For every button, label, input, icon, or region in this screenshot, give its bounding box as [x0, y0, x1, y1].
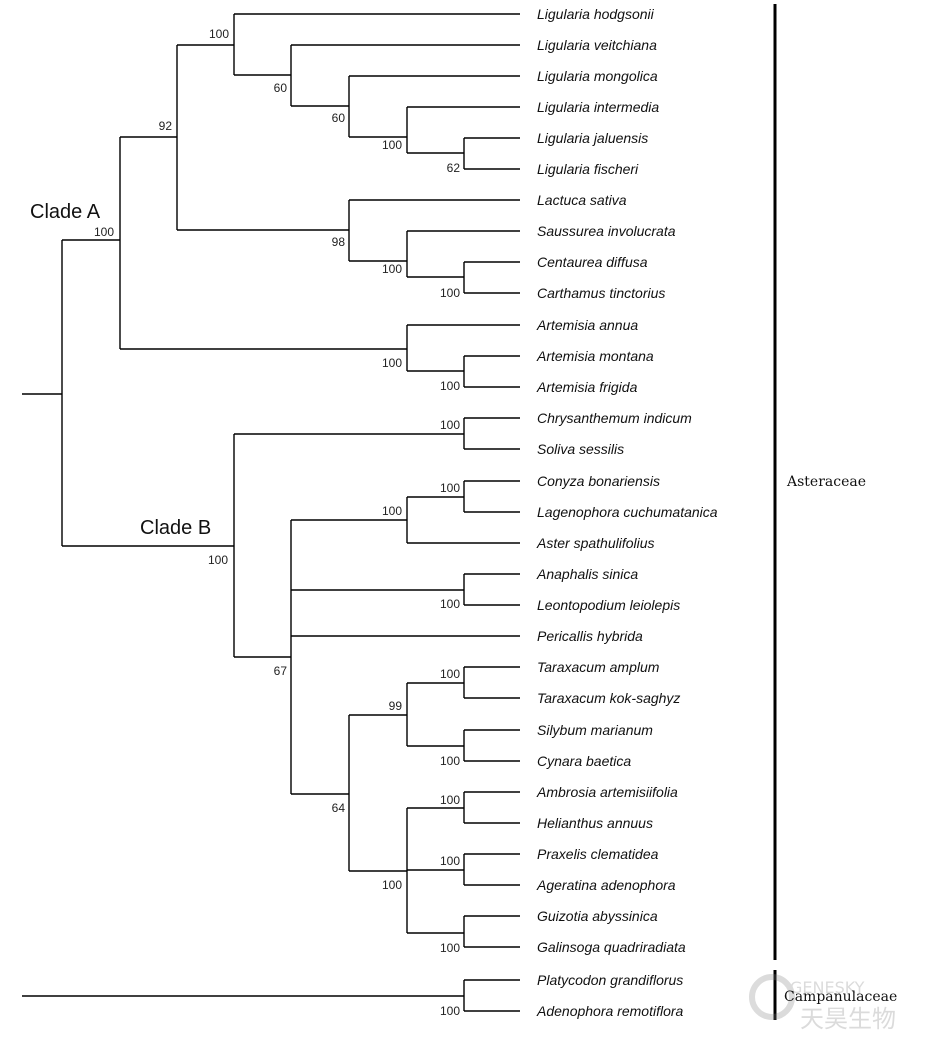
bootstrap-value: 100	[382, 262, 402, 276]
bootstrap-value: 64	[332, 801, 346, 815]
bootstrap-value: 100	[440, 481, 460, 495]
taxon-label: Guizotia abyssinica	[537, 908, 658, 924]
bootstrap-value: 100	[382, 878, 402, 892]
bootstrap-value: 100	[382, 138, 402, 152]
taxon-label: Anaphalis sinica	[536, 566, 638, 582]
bootstrap-value: 100	[440, 941, 460, 955]
taxon-label: Conyza bonariensis	[537, 473, 660, 489]
taxon-label: Cynara baetica	[537, 753, 631, 769]
taxon-label: Taraxacum kok-saghyz	[537, 690, 680, 706]
taxon-label: Soliva sessilis	[537, 441, 624, 457]
bootstrap-value: 100	[440, 754, 460, 768]
bootstrap-value: 62	[447, 161, 461, 175]
clade-b-label: Clade B	[140, 517, 211, 539]
taxon-label: Artemisia annua	[536, 317, 638, 333]
taxon-label: Ligularia fischeri	[537, 161, 639, 177]
bootstrap-value: 100	[440, 854, 460, 868]
taxon-label: Leontopodium leiolepis	[537, 597, 680, 613]
family-label-asteraceae: Asteraceae	[786, 474, 866, 490]
bootstrap-value: 100	[440, 379, 460, 393]
clade-a-label: Clade A	[30, 201, 101, 223]
taxon-label: Praxelis clematidea	[537, 846, 659, 862]
taxon-label: Helianthus annuus	[537, 815, 653, 831]
bootstrap-value: 60	[332, 111, 346, 125]
bootstrap-value: 100	[94, 225, 114, 239]
bootstrap-value: 100	[382, 504, 402, 518]
taxon-label: Ligularia mongolica	[537, 68, 658, 84]
bootstrap-value: 60	[274, 81, 288, 95]
bootstrap-value: 100	[440, 286, 460, 300]
taxon-label: Ligularia hodgsonii	[537, 6, 655, 22]
taxon-label: Galinsoga quadriradiata	[537, 939, 686, 955]
taxon-label: Ligularia veitchiana	[537, 37, 657, 53]
taxon-labels: Ligularia hodgsonii Ligularia veitchiana…	[536, 6, 718, 1019]
taxon-label: Ligularia jaluensis	[537, 130, 648, 146]
taxon-label: Centaurea diffusa	[537, 254, 648, 270]
bootstrap-value: 100	[440, 667, 460, 681]
bootstrap-value: 98	[332, 235, 346, 249]
taxon-label: Artemisia montana	[536, 348, 654, 364]
taxon-label: Lactuca sativa	[537, 192, 627, 208]
taxon-label: Saussurea involucrata	[537, 223, 676, 239]
watermark-latin: GENESKY	[790, 978, 865, 997]
taxon-label: Carthamus tinctorius	[537, 285, 665, 301]
taxon-label: Platycodon grandiflorus	[537, 972, 683, 988]
taxon-label: Chrysanthemum indicum	[537, 410, 692, 426]
taxon-label: Silybum marianum	[537, 722, 653, 738]
bootstrap-value: 92	[159, 119, 173, 133]
taxon-label: Lagenophora cuchumatanica	[537, 504, 718, 520]
bootstrap-value: 99	[389, 699, 403, 713]
bootstrap-value: 100	[440, 597, 460, 611]
family-label-campanulaceae: Campanulaceae	[784, 989, 897, 1005]
bootstrap-value: 100	[208, 553, 228, 567]
bootstrap-value: 100	[440, 1004, 460, 1018]
bootstrap-value: 67	[274, 664, 288, 678]
bootstrap-value: 100	[209, 27, 229, 41]
genesky-watermark: GENESKY 天昊生物	[749, 974, 896, 1033]
taxon-label: Artemisia frigida	[536, 379, 638, 395]
taxon-label: Ligularia intermedia	[537, 99, 659, 115]
bootstrap-values: 100 60 60 100 62 92 100 98 100 100 100 1…	[94, 27, 460, 1018]
watermark-chinese: 天昊生物	[800, 1005, 896, 1033]
bootstrap-value: 100	[382, 356, 402, 370]
taxon-label: Taraxacum amplum	[537, 659, 660, 675]
taxon-label: Ageratina adenophora	[536, 877, 676, 893]
taxon-label: Ambrosia artemisiifolia	[536, 784, 678, 800]
taxon-label: Adenophora remotiflora	[536, 1003, 684, 1019]
taxon-label: Pericallis hybrida	[537, 628, 643, 644]
bootstrap-value: 100	[440, 418, 460, 432]
taxon-label: Aster spathulifolius	[536, 535, 655, 551]
bootstrap-value: 100	[440, 793, 460, 807]
tree-branches	[22, 13, 520, 1012]
